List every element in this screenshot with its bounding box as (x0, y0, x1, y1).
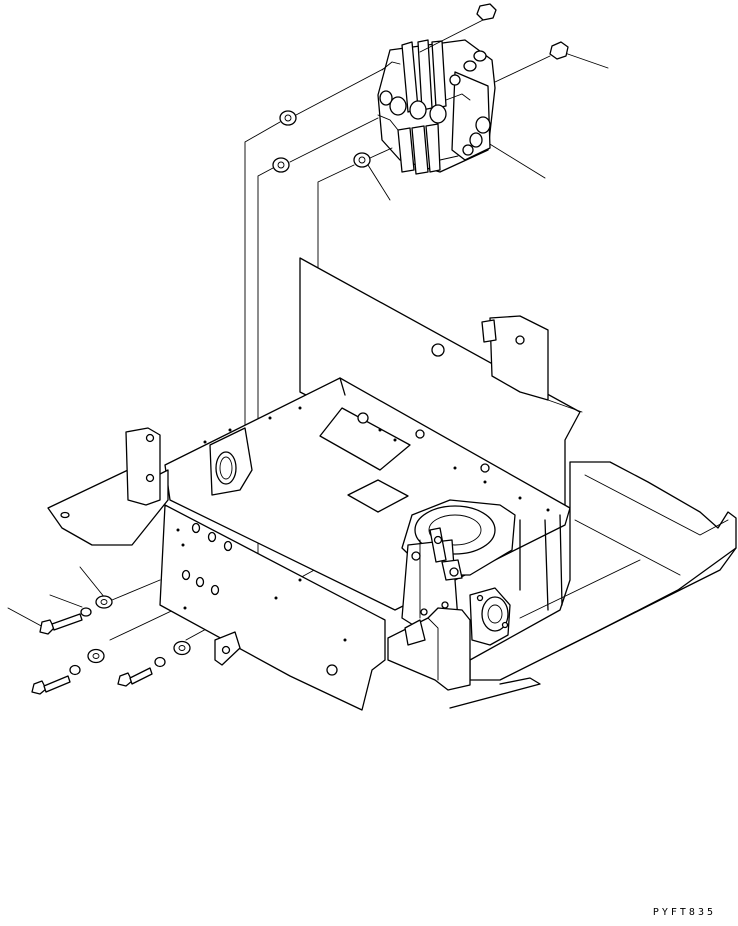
frame-bolt-holes (203, 406, 550, 512)
left-gusset (210, 428, 252, 495)
valve-mount-spacers (273, 111, 370, 172)
drawing-reference-code: PYFT835 (652, 907, 716, 918)
top-mounting-nut (420, 4, 496, 52)
bolt-set-upper (40, 580, 160, 634)
left-upright-bracket (126, 428, 160, 505)
bolt-set-lower (118, 642, 190, 687)
motor-flange (470, 588, 510, 645)
plate-holes (183, 524, 338, 676)
front-right-upright (388, 608, 470, 690)
right-nut (495, 42, 568, 82)
front-left-plate (160, 505, 385, 710)
swivel-motor-unit (402, 500, 515, 628)
bolt-set-middle (32, 650, 104, 695)
frame-verticals (520, 515, 562, 610)
right-floor-pan (450, 462, 736, 708)
control-valve-assembly (378, 40, 495, 174)
leader-lines (8, 52, 608, 628)
